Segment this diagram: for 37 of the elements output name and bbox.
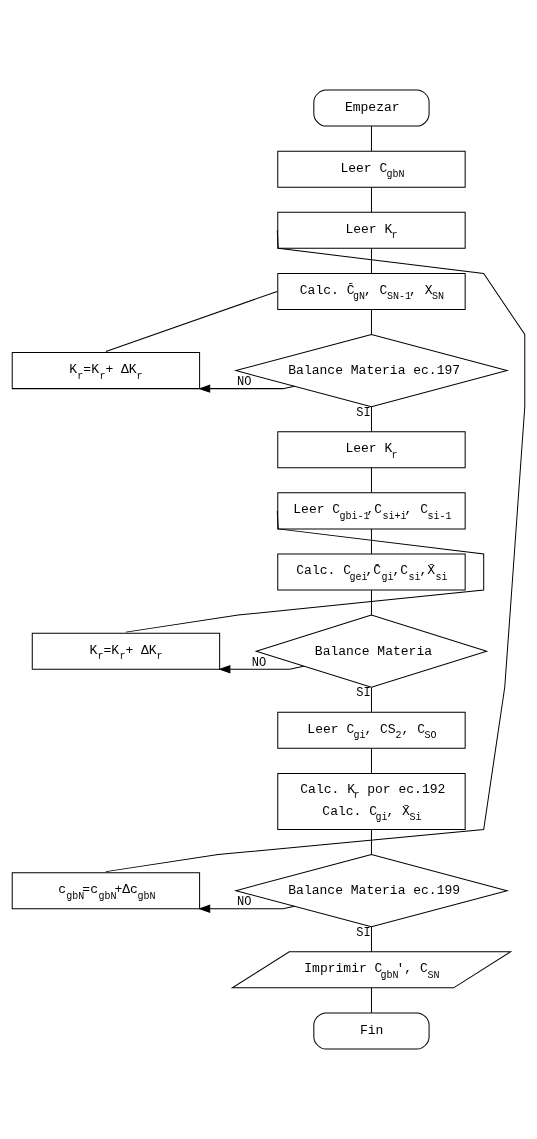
connector (370, 528, 372, 555)
node-box: Fin (313, 1012, 430, 1050)
connector (370, 687, 372, 713)
connector (370, 829, 372, 856)
node-box: Calc. C$_{gei}$,C̄$_{gi}$,C$_{si}$,X̄$_{si}$ (277, 553, 466, 591)
node-box: Empezar (313, 89, 430, 127)
connector (370, 467, 372, 494)
node-box: Leer K$_{r}$ (277, 211, 466, 249)
edge-label: SI (356, 925, 371, 940)
connector (370, 186, 372, 213)
connector (370, 987, 372, 1014)
arrow (199, 904, 295, 913)
node-box: Calc. C̄$_{gN}$, C$_{SN-1}$, X$_{SN}$ (277, 272, 466, 310)
connector (105, 290, 278, 353)
connector (370, 747, 372, 774)
edge-label: SI (356, 686, 371, 701)
connector (370, 309, 372, 335)
node-box: Leer C$_{gbi-1}$,C$_{si+i}$, C$_{si-1}$ (277, 492, 466, 530)
connector (125, 510, 485, 633)
connector (105, 229, 526, 873)
connector (370, 247, 372, 274)
connector (370, 589, 372, 616)
node-box: K$_{r}$=K$_{r}$+ ΔK$_{r}$ (31, 632, 221, 670)
node-box: Leer C$_{gi}$, CS$_{2}$, C$_{SO}$ (277, 711, 466, 749)
connector (370, 926, 372, 953)
arrow (199, 384, 295, 393)
connector (370, 125, 372, 152)
node-box: K$_{r}$=K$_{r}$+ ΔK$_{r}$ (11, 352, 201, 390)
connector (370, 406, 372, 433)
arrow (219, 665, 304, 674)
edge-label: SI (356, 405, 371, 420)
node-box: Leer C$_{gbN}$ (277, 150, 466, 188)
node-box: c$_{gbN}$=c$_{gbN}$+Δc$_{gbN}$ (11, 872, 201, 910)
edge-label: NO (237, 375, 252, 390)
node-box: Calc. K$_{r}$ por ec.192 Calc. C$_{gi}$, X̄$_{Si}$ (277, 772, 466, 831)
node-box: Leer K$_{r}$ (277, 431, 466, 469)
edge-label: NO (237, 895, 252, 910)
